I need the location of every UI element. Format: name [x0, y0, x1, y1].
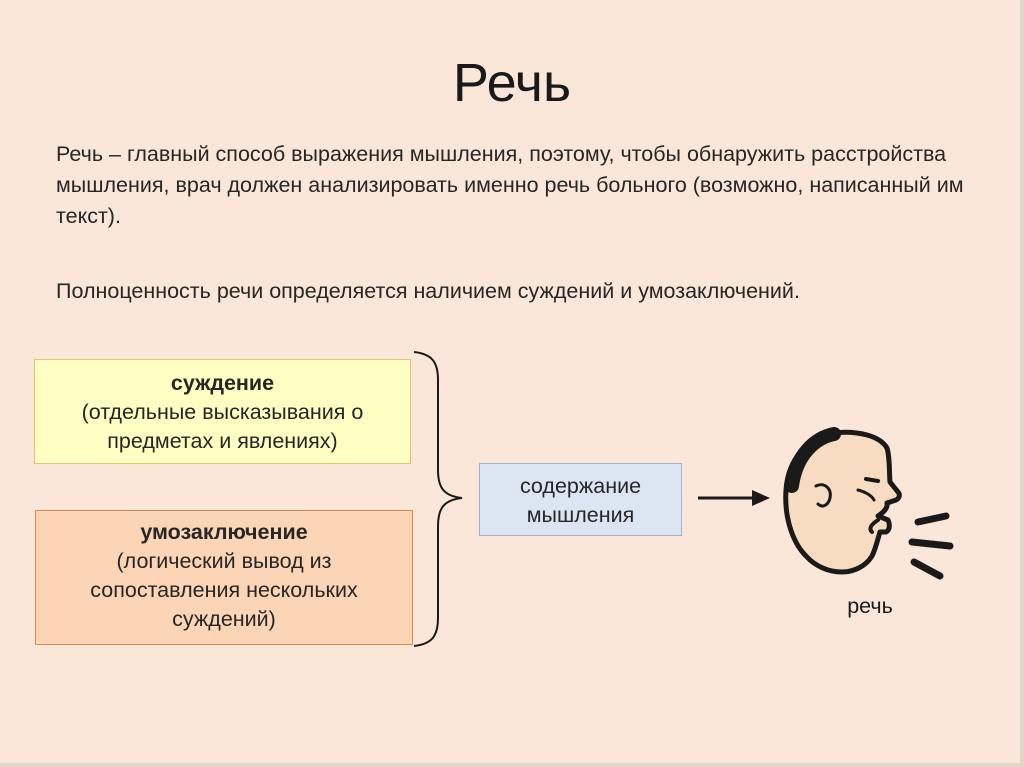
- inference-description: (логический вывод из сопоставления неско…: [90, 549, 358, 631]
- judgement-box: суждение (отдельные высказывания о предм…: [34, 359, 411, 464]
- speaking-head-icon: [783, 427, 954, 580]
- slide-title: Речь: [452, 53, 572, 113]
- intro-paragraph: Речь – главный способ выражения мышления…: [56, 142, 964, 228]
- judgement-heading: суждение: [170, 371, 275, 395]
- inference-heading: умозаключение: [140, 520, 308, 544]
- inference-box: умозаключение (логический вывод из сопос…: [35, 510, 413, 645]
- arrow-right-icon: [698, 490, 770, 506]
- thinking-content-box: содержание мышления: [479, 463, 682, 536]
- thinking-content-label: содержание мышления: [519, 474, 642, 527]
- summary-paragraph: Полноценность речи определяется наличием…: [56, 279, 800, 303]
- brace-icon: [413, 351, 463, 647]
- speech-caption: речь: [847, 594, 893, 618]
- judgement-description: (отдельные высказывания о предметах и яв…: [81, 400, 364, 453]
